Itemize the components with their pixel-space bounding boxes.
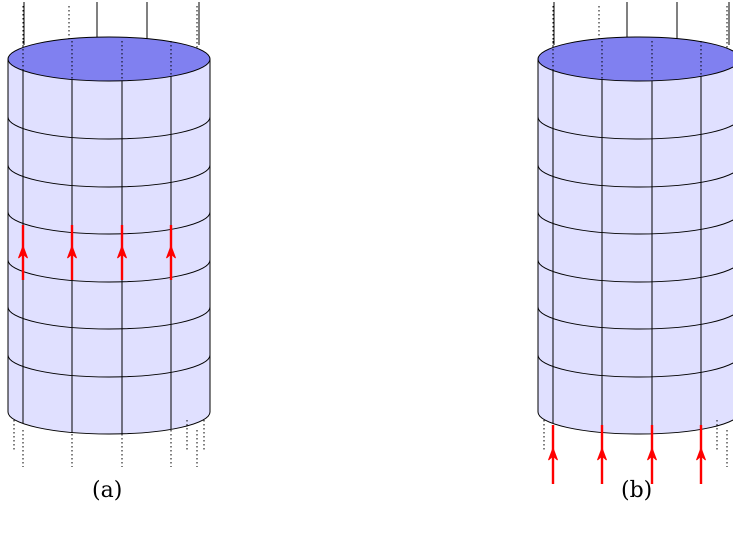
- cylinder-body: [7, 58, 211, 435]
- red-arrowhead: [696, 446, 706, 461]
- red-arrowhead: [67, 244, 77, 259]
- red-arrowhead: [597, 446, 607, 461]
- horizontal-ring: [537, 211, 733, 235]
- horizontal-ring: [7, 116, 211, 140]
- red-arrowhead: [548, 446, 558, 461]
- horizontal-ring: [7, 211, 211, 235]
- horizontal-ring: [537, 259, 733, 283]
- horizontal-ring: [537, 354, 733, 378]
- red-arrowhead: [647, 446, 657, 461]
- horizontal-ring: [7, 164, 211, 188]
- panel-a-cylinder: [7, 2, 211, 467]
- top-lid: [537, 36, 733, 82]
- horizontal-ring: [7, 306, 211, 330]
- caption-b: (b): [621, 478, 653, 503]
- panel-b-cylinder: [537, 2, 733, 484]
- caption-a: (a): [92, 478, 123, 503]
- red-arrowhead: [18, 244, 28, 259]
- horizontal-ring: [7, 354, 211, 378]
- horizontal-ring: [7, 259, 211, 283]
- cylinder-body: [537, 58, 733, 435]
- red-arrowhead: [117, 244, 127, 259]
- horizontal-ring: [537, 116, 733, 140]
- red-arrowhead: [166, 244, 176, 259]
- top-lid: [7, 36, 211, 82]
- horizontal-ring: [537, 164, 733, 188]
- horizontal-ring: [537, 306, 733, 330]
